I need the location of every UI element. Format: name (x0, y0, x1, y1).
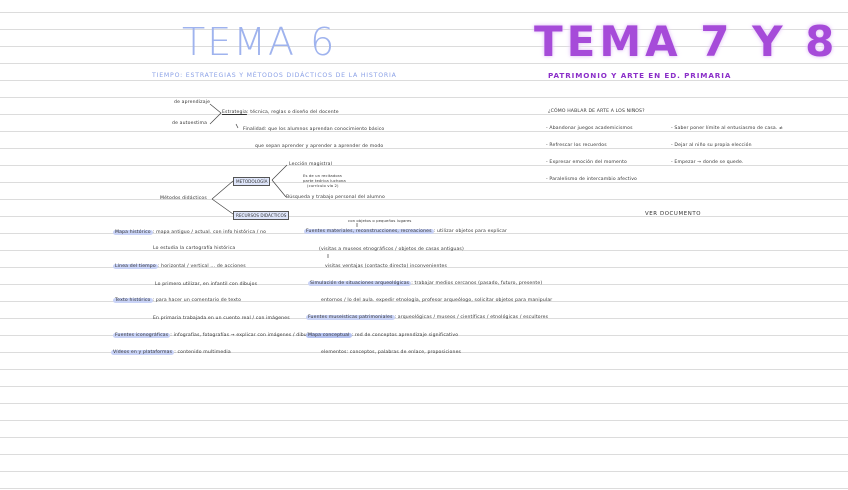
ritem-label: Mapa conceptual (306, 333, 352, 338)
metodologia-box: METODOLOGÍA (233, 177, 271, 186)
finalidad-text: Finalidad: que los alumnos aprendan cono… (243, 127, 385, 132)
item-text: : horizontal / vertical ... de acciones (157, 264, 246, 269)
ritem-fuentes-materiales: Fuentes materiales, reconstrucciones, re… (304, 229, 507, 234)
ritem-text: : utilizar objetos para explicar (433, 229, 507, 234)
item-fuentes-iconograficas: Fuentes iconográficas: infografías, foto… (113, 333, 314, 338)
item-label: Vídeos en y plataformas (111, 350, 175, 355)
ritem-text: : red de conceptos aprendizaje significa… (351, 333, 459, 338)
bullet-0: Es de un recitadora (303, 173, 342, 178)
item-label: Línea del tiempo (113, 264, 158, 269)
recursos-box: RECURSOS DIDÁCTICOS (233, 211, 290, 220)
item-infantil: Lo primero utilizar, en infantil con dib… (155, 282, 258, 287)
item-mapa-historico: Mapa histórico: mapa antiguo / actual. c… (113, 230, 266, 235)
bullet-1: parte teórica luchona (303, 178, 346, 183)
item-cartografia: Lo estudia la cartografía histórica (153, 246, 236, 251)
col2-item-2: - Empezar → donde se quede. (671, 160, 744, 165)
item-text: : para hacer un comentario de texto (152, 298, 242, 303)
question: ¿CÓMO HABLAR DE ARTE A LOS NIÑOS? (548, 109, 645, 114)
left-subtitle: TIEMPO: ESTRATEGIAS Y MÉTODOS DIDÁCTICOS… (152, 72, 397, 79)
ver-documento-link[interactable]: VER DOCUMENTO (645, 211, 702, 217)
ritem-objetos: con objetos o pequeños lugares (348, 218, 412, 223)
bullet-2: (currículo vía 2) (307, 183, 339, 188)
item-videos: Vídeos en y plataformas: contenido multi… (111, 350, 231, 355)
item-texto-historico: Texto histórico: para hacer un comentari… (113, 298, 241, 303)
ritem-text: : trabajar medios cercanos (pasado, futu… (411, 281, 543, 286)
col2-item-0: - Saber poner límite al entusiasmo de ca… (671, 126, 784, 131)
metodos-root: Métodos didácticos (160, 196, 207, 201)
branch-autoestima: de autoestima (172, 121, 208, 126)
col2-item-1: - Dejar al niño su propia elección (671, 143, 752, 148)
ritem-fuentes-museisticas: Fuentes museísticas patrimoniales: arque… (306, 315, 548, 320)
col1-item-2: - Expresar emoción del momento (546, 160, 628, 165)
col1-item-0: - Abandonar juegos academicismos (546, 126, 633, 131)
left-title: TEMA 6 (182, 20, 337, 64)
busqueda-text: Búsqueda y trabajo personal del alumno (286, 195, 385, 200)
estrategia-label: Estrategia (222, 110, 247, 115)
item-text: : mapa antiguo / actual. con info histór… (152, 230, 267, 235)
estrategia-line: Estrategia: técnica, reglas o diseño del… (222, 110, 339, 115)
col1-item-3: - Paralelismo de intercambio afectivo (546, 177, 638, 182)
ritem-label: Fuentes materiales, reconstrucciones, re… (304, 229, 434, 234)
item-label: Mapa histórico (113, 230, 153, 235)
ritem-mapa-conceptual: Mapa conceptual: red de conceptos aprend… (306, 333, 458, 338)
item-text: : infografías, fotografías → explicar co… (170, 333, 314, 338)
item-linea-tiempo: Línea del tiempo: horizontal / vertical … (113, 264, 246, 269)
ritem-elementos: elementos: conceptos, palabras de enlace… (321, 350, 462, 355)
ritem-ventajas: visitas ventajas (contacto directo) inco… (325, 264, 448, 269)
item-label: Fuentes iconográficas (113, 333, 171, 338)
right-subtitle: PATRIMONIO Y ARTE EN ED. PRIMARIA (548, 71, 732, 80)
branch-aprendizaje: de aprendizaje (174, 100, 211, 105)
leccion-text: Lección magistral (289, 162, 333, 167)
ritem-label: Fuentes museísticas patrimoniales (306, 315, 395, 320)
col1-item-1: - Refrescar los recuerdos (546, 143, 607, 148)
ritem-label: Simulación de situaciones arqueológicas (308, 281, 412, 286)
item-text: : contenido multimedia (174, 350, 231, 355)
ritem-entornos: entornos / lo del aula. expedir etnologí… (321, 298, 553, 303)
ritem-text: : arqueológicas / museos / científicas /… (394, 315, 549, 320)
ritem-simulacion: Simulación de situaciones arqueológicas:… (308, 281, 542, 286)
item-primaria: En primaria trabajada en un cuento real … (153, 316, 290, 321)
sepan-text: que sepan aprender y aprender a aprender… (255, 144, 384, 149)
right-title: TEMA 7 Y 8 (534, 17, 839, 66)
item-label: Texto histórico (113, 298, 153, 303)
ritem-visitas-museos: (visitas a museos etnográficos / objetos… (319, 247, 464, 252)
estrategia-text: : técnica, reglas o diseño del docente (246, 110, 339, 115)
